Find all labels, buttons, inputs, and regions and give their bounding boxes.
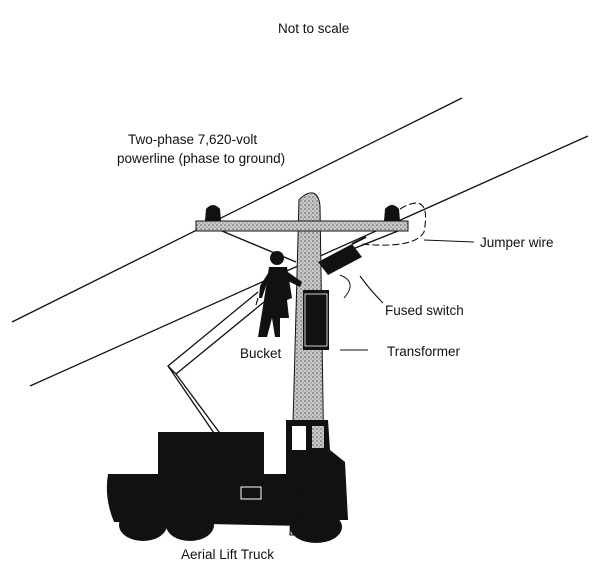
truck-label: Aerial Lift Truck (181, 547, 274, 562)
powerline-label-line1: Two-phase 7,620-volt (128, 132, 257, 147)
fused-switch-leader (359, 275, 384, 304)
jumper-wire-leader (423, 239, 475, 243)
transformer (303, 290, 329, 350)
boom-arm (167, 291, 265, 437)
insulator-left (205, 205, 221, 221)
powerline-label-line2: powerline (phase to ground) (117, 151, 285, 166)
lineman-figure (255, 251, 302, 337)
aerial-lift-truck (106, 420, 348, 543)
jumper-wire (359, 202, 427, 246)
powerline-upper (11, 97, 463, 323)
transformer-label: Transformer (387, 344, 461, 359)
fused-switch-label: Fused switch (385, 303, 464, 318)
jumper-wire-label: Jumper wire (480, 235, 554, 250)
insulator-right (384, 205, 400, 221)
not-to-scale-note: Not to scale (278, 21, 349, 36)
bucket-label: Bucket (240, 346, 282, 361)
fused-switch (318, 236, 367, 299)
